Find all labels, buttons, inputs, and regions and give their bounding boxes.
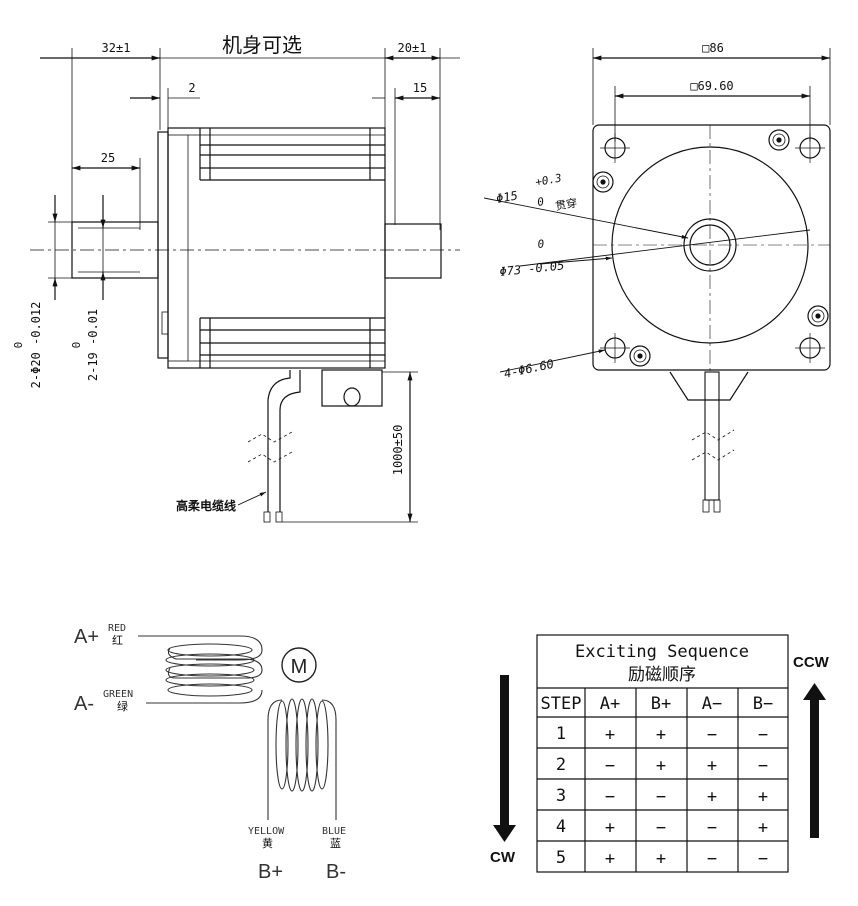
table-cell: −	[758, 756, 768, 776]
label-b-minus-color-cn: 蓝	[330, 837, 341, 850]
front-cable-gland	[669, 371, 749, 401]
dim-shaft-dia-2-upper: 0	[70, 342, 83, 349]
cw-arrow-head	[493, 825, 516, 842]
ccw-arrow-shaft	[810, 700, 819, 838]
table-cell: 3	[556, 786, 566, 806]
table-header-row: STEP A+ B+ A− B−	[541, 694, 774, 714]
table-cell: +	[707, 787, 717, 807]
table-cell: +	[605, 849, 615, 869]
dim-rear-key: 15	[413, 81, 427, 95]
table-row: 1 + + − −	[556, 724, 768, 745]
dim-boss-upper: 0	[537, 237, 545, 251]
dim-square: □86	[702, 41, 724, 55]
table-cell: −	[605, 756, 615, 776]
table-row: 2 − + + −	[556, 755, 768, 776]
dim-bore-lower: 0	[536, 195, 545, 209]
table-row: 5 + + − −	[556, 848, 768, 869]
table-cell: +	[605, 818, 615, 838]
wiring-diagram: A+ RED 红 A- GREEN 绿 M	[74, 623, 346, 883]
table-title-cn: 励磁顺序	[628, 665, 696, 685]
table-cell: 4	[556, 817, 566, 837]
dim-boss: Φ73 -0.05	[499, 258, 565, 279]
sequence-table: CW CCW Exciting Sequence 励磁顺序 STEP A+ B+…	[490, 634, 830, 873]
side-view-title: 机身可选	[222, 33, 302, 57]
cw-arrow-shaft	[500, 675, 509, 825]
table-cell: −	[758, 725, 768, 745]
table-cell: −	[707, 818, 717, 838]
flange-plate	[157, 131, 169, 359]
front-view: □86 □69.60	[483, 41, 831, 513]
table-cell: −	[656, 787, 666, 807]
table-cell: 1	[556, 724, 566, 744]
table-cell: 5	[556, 848, 566, 868]
dim-bore-note: 贯穿	[554, 195, 578, 213]
side-view: 机身可选 32±1 20±1 2 15 25	[12, 33, 460, 523]
table-cell: +	[656, 756, 666, 776]
dim-hole-pitch: □69.60	[690, 79, 733, 93]
table-cell: −	[605, 787, 615, 807]
screws	[592, 129, 829, 367]
label-b-plus-color-en: YELLOW	[248, 826, 285, 837]
label-b-plus-color-cn: 黄	[262, 836, 273, 850]
label-a-minus-color-cn: 绿	[117, 699, 128, 713]
dim-bore-upper: +0.3	[534, 172, 562, 189]
cable-bend	[267, 370, 291, 470]
label-b-minus: B-	[326, 861, 346, 883]
header-cell: A+	[600, 694, 620, 714]
table-border	[536, 634, 789, 873]
coil-a	[165, 635, 263, 704]
cw-label: CW	[490, 849, 516, 866]
header-cell: B−	[753, 694, 773, 714]
label-a-minus: A-	[74, 693, 94, 715]
table-cell: −	[707, 849, 717, 869]
table-row: 3 − − + +	[556, 786, 768, 807]
dim-bore: Φ15	[495, 188, 519, 206]
motor-symbol-label: M	[291, 656, 308, 678]
table-row: 4 + − − +	[556, 817, 768, 838]
corner-holes	[600, 133, 825, 363]
ccw-arrow-head	[803, 683, 826, 700]
table-title-en: Exciting Sequence	[575, 642, 749, 662]
dim-flange: 2	[188, 81, 195, 95]
dim-holes: 4-Φ6.60	[503, 357, 555, 381]
table-cell: +	[656, 849, 666, 869]
motor-symbol	[281, 647, 317, 683]
label-a-plus-color-en: RED	[108, 623, 126, 634]
ccw-label: CCW	[793, 654, 830, 671]
table-cell: +	[707, 756, 717, 776]
label-a-plus: A+	[74, 626, 99, 648]
table-cell: +	[758, 818, 768, 838]
table-cell: −	[656, 818, 666, 838]
dim-key: 25	[101, 151, 115, 165]
rear-shaft	[384, 223, 442, 279]
dim-front-shaft: 32±1	[102, 41, 131, 55]
label-b-minus-color-en: BLUE	[322, 826, 346, 837]
cable-label: 高柔电缆线	[176, 498, 236, 513]
header-cell: STEP	[541, 694, 582, 714]
table-cell: −	[758, 849, 768, 869]
label-b-plus: B+	[258, 861, 283, 883]
table-cell: +	[758, 787, 768, 807]
table-cell: 2	[556, 755, 566, 775]
dim-cable-length: 1000±50	[391, 425, 405, 476]
dim-shaft-dia-1: 2-Φ20 -0.012	[29, 302, 43, 389]
header-cell: B+	[651, 694, 671, 714]
dim-shaft-dia-2: 2-19 -0.01	[86, 309, 100, 381]
table-cell: +	[656, 725, 666, 745]
dim-shaft-dia-1-upper: 0	[12, 342, 25, 349]
label-a-minus-color-en: GREEN	[103, 689, 133, 700]
header-cell: A−	[702, 694, 722, 714]
table-cell: +	[605, 725, 615, 745]
dim-rear-shaft: 20±1	[398, 41, 427, 55]
coil-b	[267, 698, 337, 820]
table-cell: −	[707, 725, 717, 745]
label-a-plus-color-cn: 红	[112, 634, 123, 647]
front-square-body	[592, 124, 831, 371]
